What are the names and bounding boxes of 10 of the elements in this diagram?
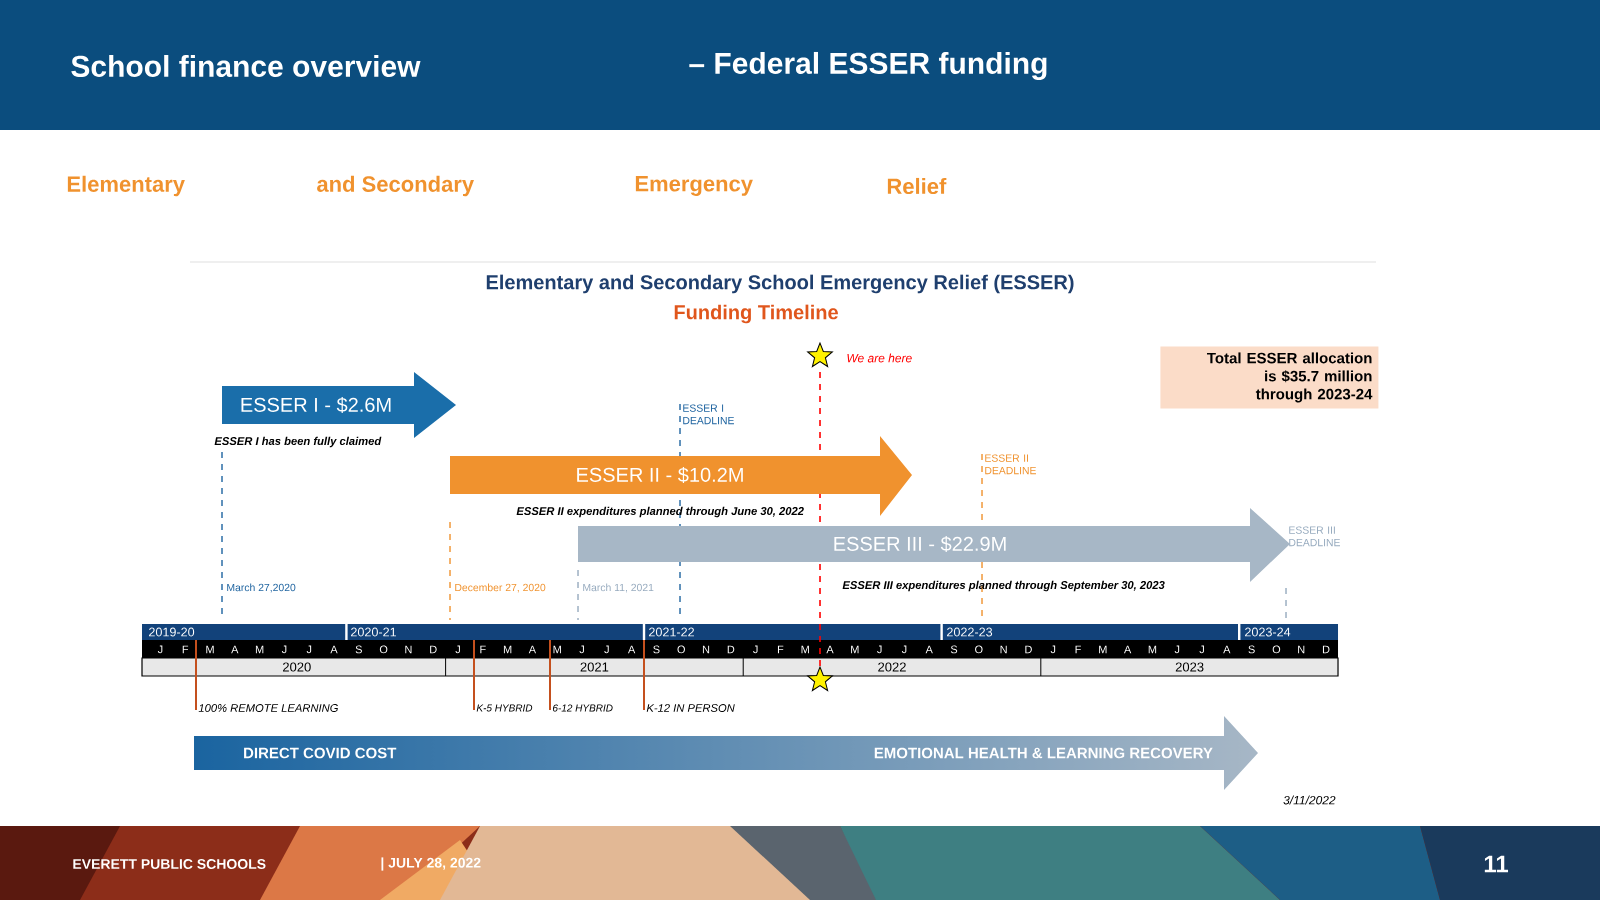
chart-subtitle: Funding Timeline: [674, 304, 838, 324]
page-number: 11: [1484, 855, 1509, 873]
subtitle-word: and Secondary: [317, 175, 474, 197]
chart-title: Elementary and Secondary School Emergency Relief (ESSER): [486, 274, 1074, 294]
subtitle-word: Elementary: [67, 175, 185, 197]
subtitle-word: Emergency: [635, 176, 753, 196]
slide-title: School finance overview: [71, 55, 421, 77]
funding-band: ESSER I - $2.6M: [222, 372, 456, 438]
subtitle-word: Relief: [887, 177, 947, 195]
slide-title: – Federal ESSER funding: [689, 51, 1047, 81]
